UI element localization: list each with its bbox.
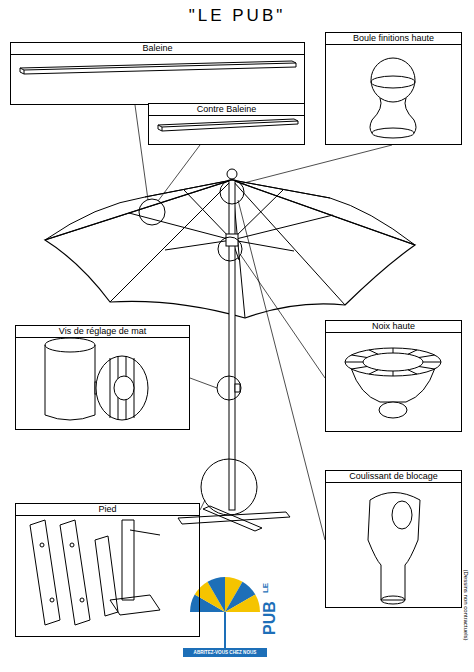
foot-drawing bbox=[70, 543, 74, 547]
pole bbox=[229, 180, 235, 510]
label-text: LE bbox=[262, 583, 270, 593]
logo-pole bbox=[224, 612, 226, 648]
label-text: PUB bbox=[262, 601, 278, 635]
logo-canopy bbox=[225, 595, 260, 613]
box-heading: Boule finitions haute bbox=[326, 33, 461, 45]
screw-drawing bbox=[96, 356, 148, 420]
callout-box: Vis de réglage de mat bbox=[15, 325, 190, 430]
hub-drawing bbox=[379, 402, 407, 418]
label-text: (Dessins non contractuels) bbox=[463, 569, 469, 640]
callout-circle bbox=[218, 237, 242, 261]
top-ball bbox=[227, 169, 237, 179]
runner bbox=[226, 234, 238, 246]
diagram-title: "LE PUB" bbox=[0, 6, 474, 26]
callout-box: Coulissant de blocage bbox=[325, 470, 462, 608]
hub-drawing bbox=[363, 353, 423, 371]
mast-screw bbox=[235, 384, 240, 392]
box-heading: Noix haute bbox=[326, 321, 461, 333]
callout-box: Noix haute bbox=[325, 320, 462, 432]
hub-drawing bbox=[345, 348, 441, 376]
foot-drawing bbox=[50, 598, 54, 602]
callout-circle bbox=[139, 199, 165, 225]
logo-canopy bbox=[208, 577, 226, 612]
slider-drawing bbox=[368, 493, 420, 601]
callout-box: Contre Baleine bbox=[148, 103, 305, 145]
ball-drawing bbox=[371, 58, 415, 102]
callout-box: Pied bbox=[15, 503, 200, 637]
box-heading: Vis de réglage de mat bbox=[16, 326, 189, 338]
foot-drawing bbox=[40, 543, 44, 547]
ball-drawing bbox=[371, 76, 415, 88]
callout-box: Boule finitions haute bbox=[325, 32, 462, 145]
screw-drawing bbox=[110, 356, 134, 420]
stretcher-drawing bbox=[158, 119, 298, 131]
rib-drawing bbox=[20, 61, 296, 74]
callout-box: Baleine bbox=[10, 42, 305, 105]
box-heading: Pied bbox=[16, 504, 199, 516]
callout-circle bbox=[201, 459, 257, 515]
foot-drawing bbox=[80, 598, 84, 602]
slider-drawing bbox=[381, 596, 405, 604]
box-heading: Baleine bbox=[11, 43, 304, 55]
slider-drawing bbox=[392, 501, 412, 529]
foot-drawing bbox=[110, 520, 160, 615]
logo-band bbox=[183, 648, 267, 657]
foot-drawing bbox=[30, 520, 118, 625]
screw-drawing bbox=[45, 345, 95, 420]
callout-circle bbox=[217, 376, 241, 400]
screw-drawing bbox=[45, 338, 95, 352]
label-text: ABRITEZ-VOUS CHEZ NOUS bbox=[194, 650, 257, 655]
hub-drawing bbox=[345, 348, 441, 376]
box-heading: Coulissant de blocage bbox=[326, 471, 461, 483]
box-heading: Contre Baleine bbox=[149, 104, 304, 116]
screw-drawing bbox=[114, 376, 134, 400]
ball-drawing bbox=[372, 128, 414, 138]
